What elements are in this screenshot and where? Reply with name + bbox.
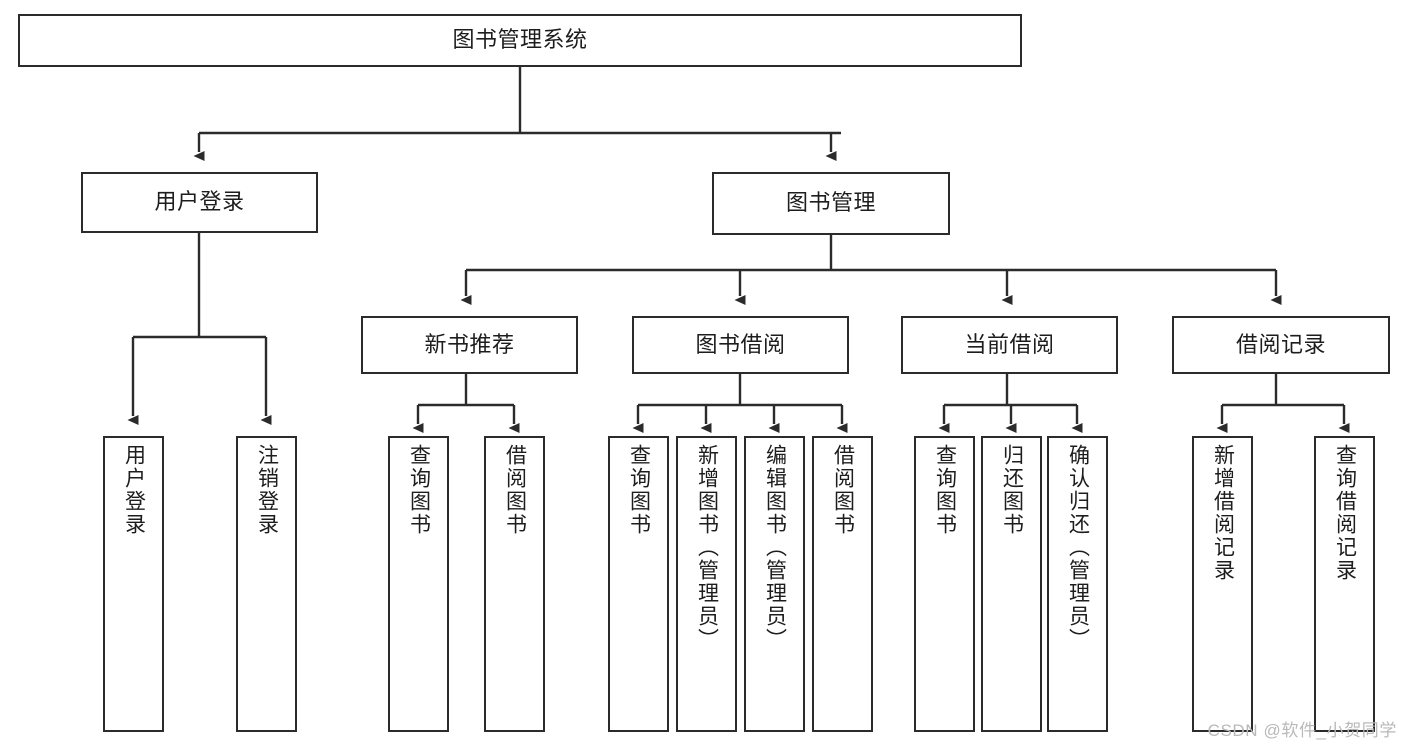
node-book-manage[interactable]: 图书管理 <box>712 172 950 235</box>
node-root-system[interactable]: 图书管理系统 <box>18 14 1022 67</box>
node-leaf-borrow-query[interactable]: 查询图书 <box>608 436 669 732</box>
node-borrow-record[interactable]: 借阅记录 <box>1172 316 1390 374</box>
node-current-borrow[interactable]: 当前借阅 <box>901 316 1118 374</box>
node-user-login-label: 用户登录 <box>154 189 245 215</box>
node-leaf-record-add[interactable]: 新增借阅记录 <box>1192 436 1253 732</box>
node-root-system-label: 图书管理系统 <box>452 27 588 53</box>
node-leaf-borrow-borrow[interactable]: 借阅图书 <box>812 436 873 732</box>
node-current-borrow-label: 当前借阅 <box>964 331 1055 357</box>
node-leaf-borrow-add[interactable]: 新增图书（管理员） <box>676 436 737 732</box>
node-leaf-logout-label: 注销登录 <box>255 444 279 536</box>
node-user-login[interactable]: 用户登录 <box>81 172 318 233</box>
node-leaf-current-confirm[interactable]: 确认归还（管理员） <box>1047 436 1108 732</box>
node-leaf-record-query[interactable]: 查询借阅记录 <box>1314 436 1375 732</box>
node-new-book-recommend-label: 新书推荐 <box>424 331 515 357</box>
node-leaf-user-login-label: 用户登录 <box>122 444 146 536</box>
node-book-borrow-label: 图书借阅 <box>695 331 786 357</box>
node-leaf-current-query-label: 查询图书 <box>933 444 957 536</box>
node-leaf-logout[interactable]: 注销登录 <box>236 436 297 732</box>
node-leaf-borrow-borrow-label: 借阅图书 <box>831 444 855 536</box>
node-leaf-record-add-label: 新增借阅记录 <box>1211 444 1235 582</box>
watermark-text: CSDN @软件_小贺同学 <box>1207 721 1397 740</box>
node-leaf-current-confirm-label: 确认归还（管理员） <box>1066 444 1090 651</box>
node-leaf-newbook-query-label: 查询图书 <box>407 444 431 536</box>
node-leaf-borrow-add-label: 新增图书（管理员） <box>695 444 719 651</box>
node-book-borrow[interactable]: 图书借阅 <box>632 316 849 374</box>
node-leaf-newbook-borrow-label: 借阅图书 <box>503 444 527 536</box>
node-leaf-borrow-edit[interactable]: 编辑图书（管理员） <box>744 436 805 732</box>
node-leaf-current-return[interactable]: 归还图书 <box>981 436 1042 732</box>
node-book-manage-label: 图书管理 <box>785 190 876 216</box>
node-leaf-current-return-label: 归还图书 <box>1000 444 1024 536</box>
node-leaf-borrow-edit-label: 编辑图书（管理员） <box>763 444 787 651</box>
node-leaf-borrow-query-label: 查询图书 <box>627 444 651 536</box>
node-leaf-current-query[interactable]: 查询图书 <box>914 436 975 732</box>
node-new-book-recommend[interactable]: 新书推荐 <box>361 316 578 374</box>
node-leaf-newbook-query[interactable]: 查询图书 <box>388 436 449 732</box>
node-leaf-record-query-label: 查询借阅记录 <box>1333 444 1357 582</box>
node-leaf-newbook-borrow[interactable]: 借阅图书 <box>484 436 545 732</box>
node-leaf-user-login[interactable]: 用户登录 <box>103 436 164 732</box>
node-borrow-record-label: 借阅记录 <box>1235 331 1326 357</box>
